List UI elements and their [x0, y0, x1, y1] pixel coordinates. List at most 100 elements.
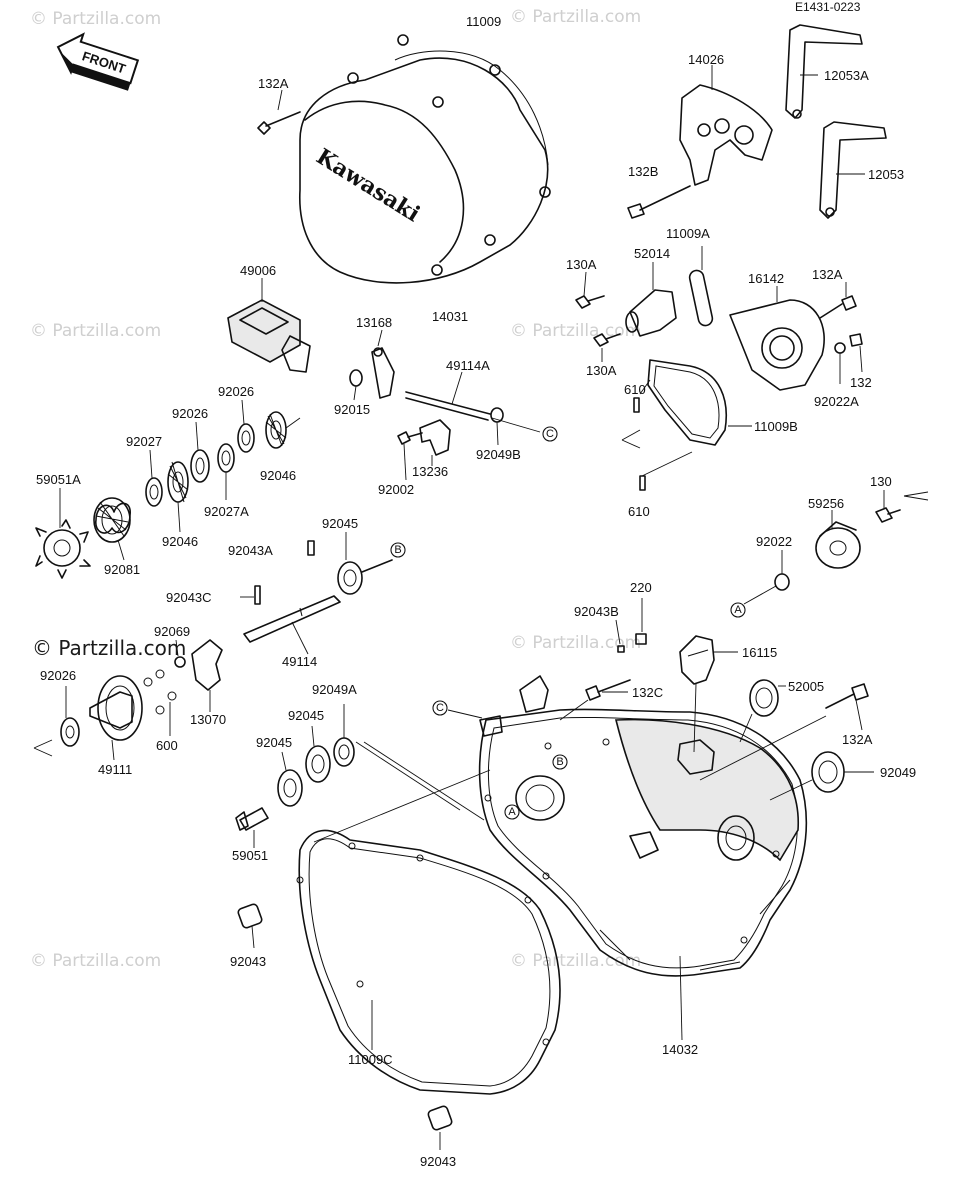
part-label: 11009C: [348, 1052, 393, 1067]
front-arrow-icon: FRONT: [56, 32, 140, 91]
washer-92022-icon: [743, 550, 790, 605]
part-label: 132C: [632, 685, 663, 700]
ratchet-13070: [191, 639, 223, 712]
dowel-92043-bottom-icon: [427, 1105, 453, 1150]
svg-text:A: A: [508, 806, 516, 818]
part-label: 14026: [688, 52, 724, 67]
part-label: 92027: [126, 434, 162, 449]
bolt-130a-icon: [575, 271, 621, 362]
circlip-92069-icon: [174, 639, 186, 668]
pin-92043b-icon: [615, 619, 625, 653]
bearing-92045-low-icon: [277, 751, 303, 807]
watermark: © Partzilla.com: [510, 633, 641, 653]
part-label: 14031: [432, 309, 468, 324]
seal-92049-icon: [769, 751, 874, 801]
gear-59051a-icon: [35, 488, 91, 579]
part-label: 92043: [420, 1154, 456, 1169]
nut-92015-icon: [349, 369, 363, 401]
part-label: 92045: [288, 708, 324, 723]
gasket-11009c: [296, 829, 561, 1095]
ref-circle-a-case: A: [504, 804, 520, 820]
brand-on-cover: Kawasaki: [312, 144, 425, 228]
ratchet-guide-49006: [227, 278, 311, 373]
guide-13236: [419, 419, 451, 466]
watermark: © Partzilla.com: [30, 321, 161, 341]
bolt-132-icon: [834, 333, 863, 384]
part-label: 13236: [412, 464, 448, 479]
part-label: 11009: [466, 14, 501, 29]
shaft-49114: [243, 595, 341, 655]
part-label: 52014: [634, 246, 670, 261]
part-label: 92026: [218, 384, 254, 399]
ref-circle-a-right: A: [730, 602, 746, 618]
part-label: 92026: [172, 406, 208, 421]
bolt-59051-icon: [235, 807, 269, 848]
part-label: 92026: [40, 668, 76, 683]
bolt-132a-low-icon: [699, 683, 869, 781]
part-label: 14032: [662, 1042, 698, 1057]
seal-52005-icon: [739, 679, 786, 743]
watermark-large: © Partzilla.com: [32, 636, 186, 660]
ref-circle-b-top: B: [390, 542, 406, 558]
part-label: 92043A: [228, 543, 273, 558]
part-label: 16142: [748, 271, 784, 286]
part-label: 92043B: [574, 604, 619, 619]
bracket-12053a: [785, 24, 863, 119]
pipe-52014: [625, 262, 677, 337]
part-label: 132B: [628, 164, 658, 179]
cap-59256: [815, 510, 861, 569]
cap-16115: [679, 635, 738, 753]
watermarks: © Partzilla.com © Partzilla.com © Partzi…: [30, 7, 641, 971]
part-label: 49111: [98, 762, 132, 777]
part-label: 130A: [586, 363, 617, 378]
part-label: 13070: [190, 712, 226, 727]
part-label: 92069: [154, 624, 190, 639]
watermark: © Partzilla.com: [30, 951, 161, 971]
part-label: 132A: [842, 732, 873, 747]
ref-circle-c-top: C: [542, 426, 558, 442]
part-label: 12053: [868, 167, 904, 182]
shaft-49114a: [405, 371, 541, 433]
part-label: 49006: [240, 263, 276, 278]
crankcase-cover-14032: [478, 675, 808, 1041]
washer-92049b-icon: [490, 407, 504, 446]
screw-92002-icon: [397, 431, 423, 481]
part-label: 11009B: [754, 419, 798, 434]
watermark: © Partzilla.com: [510, 321, 641, 341]
bolt-132a-icon: [257, 89, 301, 135]
part-label: 49114: [282, 654, 317, 669]
bracket-14026: [679, 65, 773, 186]
bearing-92045-mid-icon: [305, 725, 331, 783]
svg-text:C: C: [546, 428, 554, 440]
part-label: 59256: [808, 496, 844, 511]
bolt-132a-right-icon: [819, 282, 857, 319]
balls-600-icon: [143, 669, 177, 736]
part-label: 132A: [812, 267, 843, 282]
bolt-132c-icon: [559, 679, 631, 721]
part-label: 92049B: [476, 447, 521, 462]
svg-text:A: A: [734, 604, 742, 616]
bearing-92045-top-icon: [337, 532, 393, 595]
part-label: 12053A: [824, 68, 869, 83]
kick-gear-49111: [89, 675, 143, 761]
ref-circle-c-case: C: [432, 700, 448, 716]
bracket-12053: [819, 121, 887, 219]
pin-92043c-icon: [240, 585, 261, 605]
part-labels: 11009 132A 14031 14026 12053A 12053 132B…: [36, 14, 916, 1169]
part-label: 92043C: [166, 590, 212, 605]
part-label: 92049: [880, 765, 916, 780]
dowel-92043-mid-icon: [237, 903, 263, 949]
part-label: 92046: [260, 468, 296, 483]
gasket-11009a: [688, 246, 714, 327]
clutch-cover-14031: Kawasaki: [299, 34, 551, 284]
pump-housing-16142: [729, 286, 825, 391]
spring-92081: [93, 497, 131, 561]
svg-text:B: B: [394, 544, 401, 556]
svg-text:B: B: [556, 756, 563, 768]
part-label: 132: [850, 375, 872, 390]
ref-circle-b-case: B: [552, 754, 568, 770]
part-label: 220: [630, 580, 652, 595]
svg-text:C: C: [436, 702, 444, 714]
part-label: 52005: [788, 679, 824, 694]
washer-92049a-icon: [333, 704, 461, 811]
